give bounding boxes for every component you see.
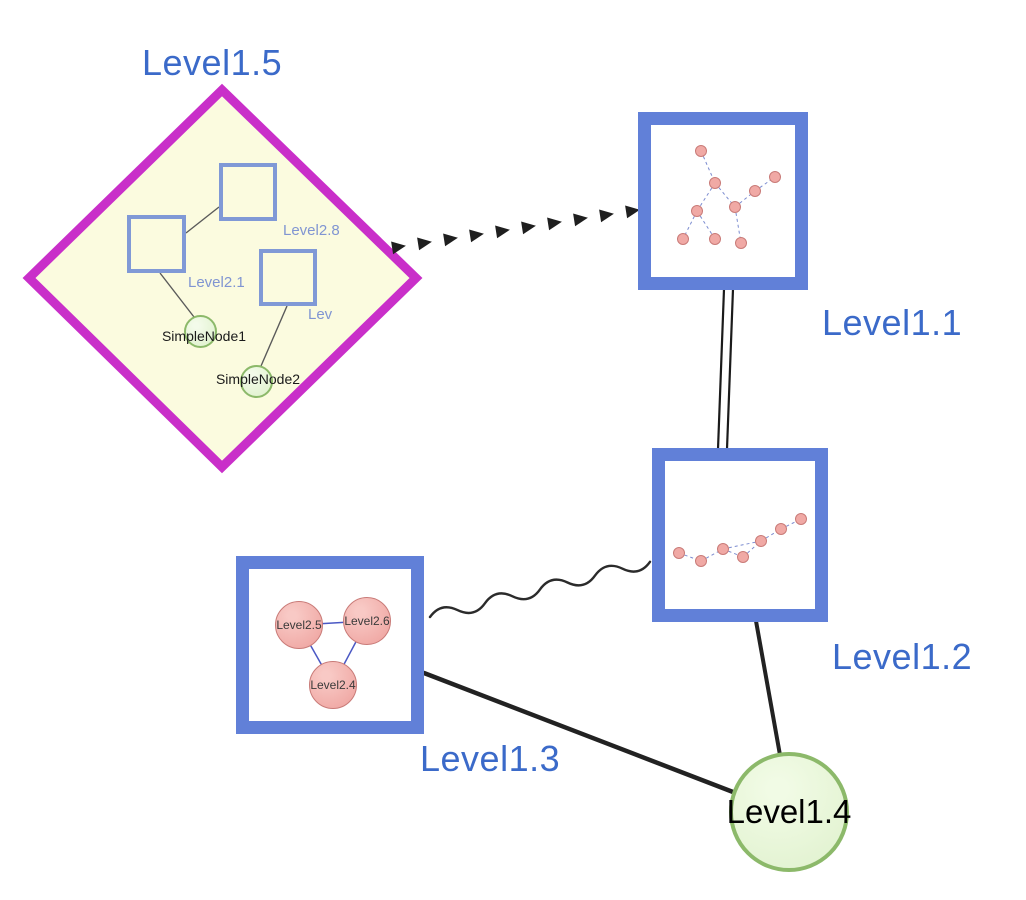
edge-level15-level11-arrow-chain[interactable]: [391, 205, 640, 255]
label-lev: Lev: [308, 306, 333, 323]
edge-level11-level12-double[interactable]: [716, 288, 735, 450]
label-level2-6: Level2.6: [344, 614, 390, 628]
level1-1-inner-graph: [677, 145, 781, 249]
label-level1-2: Level1.2: [832, 636, 973, 677]
edge-lev-simplenode2[interactable]: [260, 305, 288, 367]
label-simplenode1: SimpleNode1: [161, 328, 247, 344]
level1-2-inner-nodes: [673, 513, 807, 567]
level1-1-inner-edges: [682, 150, 776, 244]
edge-level2-1-level2-8[interactable]: [185, 206, 220, 234]
node-level1-4[interactable]: Level1.4: [726, 752, 852, 872]
node-level2-1-square[interactable]: [127, 215, 186, 273]
level1-2-inner-graph: [673, 513, 807, 567]
label-level2-5: Level2.5: [276, 618, 322, 632]
node-level2-8-square[interactable]: [219, 163, 277, 221]
label-level2-8: Level2.8: [283, 222, 340, 239]
node-simplenode2[interactable]: [240, 365, 273, 398]
label-level1-3: Level1.3: [420, 738, 561, 779]
label-level2-1: Level2.1: [188, 274, 245, 291]
node-level2-5[interactable]: Level2.5: [275, 601, 323, 649]
label-level2-4: Level2.4: [310, 678, 356, 692]
node-level1-1[interactable]: [638, 112, 808, 290]
label-level1-5: Level1.5: [142, 42, 283, 83]
label-level1-1: Level1.1: [822, 302, 963, 343]
label-simplenode2: SimpleNode2: [215, 371, 301, 387]
edge-level12-level13-wavy[interactable]: [428, 560, 652, 619]
node-lev-square[interactable]: [259, 249, 317, 306]
node-level1-5-diamond[interactable]: [22, 83, 423, 474]
node-level2-6[interactable]: Level2.6: [343, 597, 391, 645]
edge-level12-level14[interactable]: [754, 619, 782, 757]
edge-level13-level14[interactable]: [421, 670, 736, 795]
node-level1-2[interactable]: [652, 448, 828, 622]
node-simplenode1[interactable]: [184, 315, 217, 348]
label-level1-4: Level1.4: [726, 793, 852, 830]
edge-level2-1-simplenode1[interactable]: [159, 272, 195, 318]
level1-1-inner-nodes: [677, 145, 781, 249]
node-level1-3[interactable]: Level2.5 Level2.6 Level2.4: [236, 556, 424, 734]
node-level2-4[interactable]: Level2.4: [309, 661, 357, 709]
diamond-inner-edges: [159, 206, 288, 367]
